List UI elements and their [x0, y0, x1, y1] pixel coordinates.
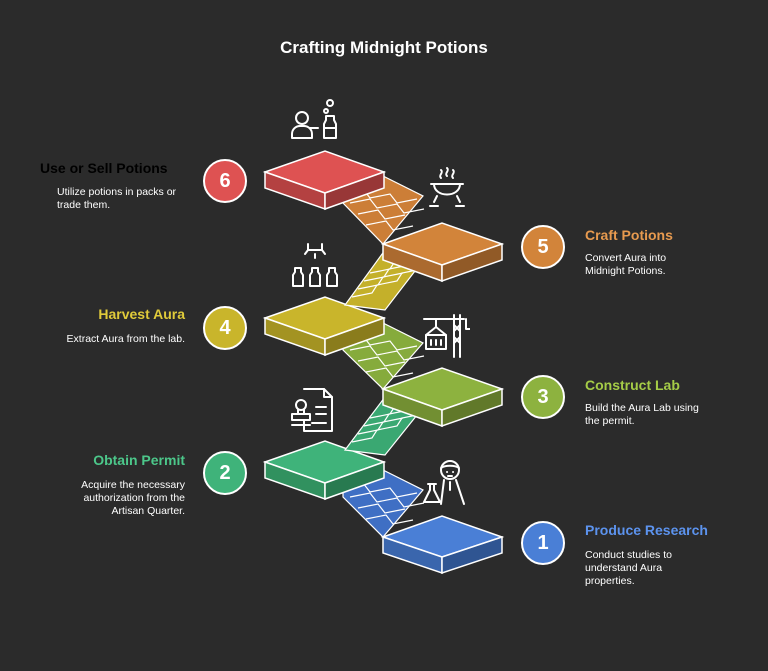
scientist-flask-icon: [423, 460, 465, 505]
platform-3: [380, 367, 505, 428]
step-4-badge: 4: [203, 306, 247, 350]
step-1-desc: Conduct studies to understand Aura prope…: [585, 549, 672, 587]
harvest-bottles-icon: [292, 243, 338, 287]
platform-1: [380, 515, 505, 575]
platform-6: [262, 150, 387, 211]
step-6-title: Use or Sell Potions: [40, 160, 168, 176]
step-5-title: Craft Potions: [585, 227, 673, 243]
cauldron-icon: [429, 167, 465, 207]
step-3-badge: 3: [521, 375, 565, 419]
step-5-badge: 5: [521, 225, 565, 269]
step-2-desc: Acquire the necessary authorization from…: [81, 479, 185, 517]
crane-building-icon: [423, 314, 470, 358]
step-1-badge: 1: [521, 521, 565, 565]
diagram-title: Crafting Midnight Potions: [280, 38, 488, 57]
step-4-desc: Extract Aura from the lab.: [66, 333, 185, 345]
step-6-badge: 6: [203, 159, 247, 203]
platform-5: [380, 222, 505, 283]
step-1-title: Produce Research: [585, 522, 708, 538]
step-2-badge: 2: [203, 451, 247, 495]
step-3-title: Construct Lab: [585, 377, 680, 393]
step-5-desc: Convert Aura into Midnight Potions.: [585, 252, 667, 277]
step-3-desc: Build the Aura Lab using the permit.: [585, 402, 699, 427]
person-potion-icon: [291, 99, 337, 139]
step-4-title: Harvest Aura: [98, 306, 185, 322]
platform-4: [262, 296, 387, 357]
step-2-title: Obtain Permit: [93, 452, 185, 468]
permit-stamp-icon: [291, 388, 333, 432]
step-6-desc: Utilize potions in packs or trade them.: [57, 186, 177, 211]
